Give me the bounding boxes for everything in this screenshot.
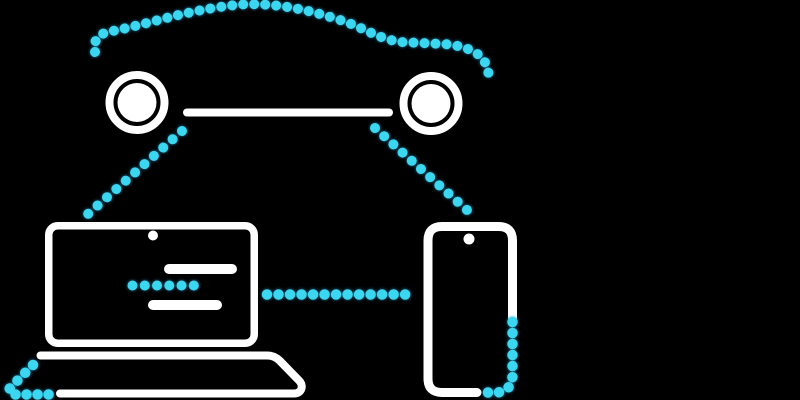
laptop-screen xyxy=(45,222,258,347)
front-wheel-hub xyxy=(117,83,157,122)
car-to-laptop-dotted-link xyxy=(83,126,187,219)
phone-body xyxy=(423,222,517,397)
laptop-icon xyxy=(3,222,306,400)
front-wheel-rim xyxy=(105,71,169,134)
laptop-base xyxy=(36,351,306,398)
car-dotted-outline-icon xyxy=(89,0,494,135)
rear-wheel-hub xyxy=(411,84,451,123)
laptop-base-dotted-corner xyxy=(3,359,61,400)
phone-camera-dot xyxy=(463,233,475,245)
rear-wheel-rim xyxy=(399,72,463,135)
smartphone-icon xyxy=(423,222,518,398)
car-body-dotted-line xyxy=(89,0,494,85)
car-front-wheel-icon xyxy=(105,71,169,134)
laptop-camera-dot xyxy=(148,230,158,241)
phone-dotted-corner xyxy=(474,316,518,398)
car-rear-wheel-icon xyxy=(399,72,463,135)
car-to-phone-dotted-link xyxy=(370,123,472,215)
